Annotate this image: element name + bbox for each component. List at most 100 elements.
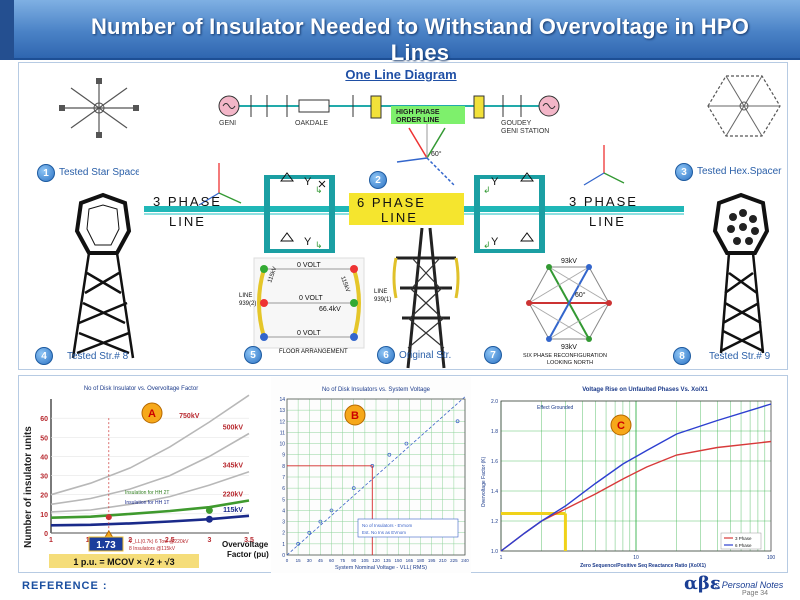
transformer-right-icon	[473, 95, 485, 119]
chart-a-point-220	[205, 506, 213, 514]
kv-left-label: 115kV	[267, 266, 278, 284]
chart-a-xtick: 3	[207, 537, 211, 544]
hex-spacer-icon	[707, 75, 781, 137]
chart-c-series-line	[500, 403, 772, 552]
chart-a-ytick: 50	[40, 435, 48, 442]
page-title: Number of Insulator Needed to Withstand …	[90, 14, 750, 65]
line-right-label-1: LINE	[374, 289, 387, 295]
chart-a-xtick: 1	[49, 537, 53, 544]
chart-b-ytick: 1	[282, 542, 285, 548]
six-phase-label-2: LINE	[381, 210, 418, 225]
chart-b-xlabel: System Nominal Voltage - VLL( RMS)	[335, 565, 427, 571]
reconfig-top-label: 93kV	[561, 258, 577, 265]
personal-notes-label: 's Personal Notes	[713, 580, 784, 590]
reference-label: REFERENCE :	[22, 580, 108, 592]
chart-b-xtick: 165	[406, 558, 414, 563]
chart-c-ytick: 1.6	[491, 459, 498, 465]
chart-c-legend-2: 6 Phase	[735, 543, 752, 548]
svg-text:↲: ↲	[483, 240, 491, 250]
chart-a-ytick: 30	[40, 474, 48, 481]
six-phase-box	[349, 193, 464, 225]
chart-b-xtick: 15	[296, 558, 302, 563]
volt-mid-label: 0 VOLT	[299, 295, 323, 302]
chart-a-ytick: 0	[44, 531, 48, 538]
chart-b-ytick: 9	[282, 453, 285, 459]
chart-b-ytick: 13	[279, 408, 285, 414]
chart-a-title: No of Disk Insulator vs. Overvoltage Fac…	[84, 386, 198, 392]
chart-b-point	[307, 530, 312, 535]
chart-c-xtick: 100	[767, 555, 776, 561]
svg-text:↳: ↳	[315, 185, 323, 195]
six-phase-reconfiguration-diagram: 93kV 93kV 60° SIX PHASE RECONFIGURATION …	[523, 258, 612, 366]
tower-str-9-icon	[712, 192, 770, 354]
three-phase-right-label-1: 3 PHASE	[569, 194, 638, 209]
one-line-diagram: GENI OAKDALE HIGH PHASE ORDER LINE GOUDE…	[59, 75, 781, 369]
logo: αβε	[684, 573, 721, 594]
chart-a-xtick: 2.5	[165, 537, 175, 544]
one-line-diagram-panel: One Line Diagram GENI OAKDALE	[18, 62, 788, 370]
geni-label: GENI	[219, 120, 236, 127]
chart-a-marker-box	[88, 536, 124, 552]
chart-b-xtick: 60	[329, 558, 335, 563]
chart-a-xlabel-2: Factor (pu)	[227, 550, 269, 559]
reconfig-angle-label: 60°	[575, 291, 586, 299]
item-caption-6: Original Str.	[399, 350, 452, 361]
chart-a-annotation-2: Insulation for HH 1T	[125, 500, 169, 506]
chart-b-ytick: 6	[282, 486, 285, 492]
title-bar-accent	[0, 0, 14, 60]
axis-triad-left-icon	[198, 163, 242, 206]
chart-b-ytick: 8	[282, 464, 285, 470]
chart-b-xtick: 90	[351, 558, 357, 563]
chart-b-xtick: 75	[340, 558, 346, 563]
chart-b-ytick: 12	[279, 419, 285, 425]
line-left-label-1: LINE	[239, 293, 252, 299]
chart-a: No of Disk Insulator vs. Overvoltage Fac…	[23, 386, 269, 568]
chart-b-xtick: 150	[394, 558, 402, 563]
chart-b-xtick: 120	[372, 558, 380, 563]
chart-c-frame	[500, 400, 772, 552]
chart-a-xlabel-1: Overvoltage	[222, 540, 269, 549]
chart-c-xtick: 1	[500, 555, 503, 561]
chart-b-frame	[286, 398, 466, 556]
chart-a-series-label: 220kV	[223, 491, 244, 498]
chart-c: Voltage Rise on Unfaulted Phases Vs. Xo/…	[481, 387, 776, 569]
hpo-label-1: HIGH PHASE	[396, 109, 440, 116]
chart-b-ytick: 0	[282, 553, 285, 559]
six-phase-label-1: 6 PHASE	[357, 195, 426, 210]
chart-b: No of Disk Insulators vs. System Voltage…	[271, 377, 471, 573]
svg-text:↲: ↲	[483, 185, 491, 195]
item-badge-2: 2	[369, 171, 387, 189]
chart-a-series-label: 115kV	[223, 507, 243, 514]
chart-b-point	[329, 508, 334, 513]
chart-a-ylabel: Number of insulator units	[23, 426, 34, 548]
chart-c-ytick: 1.2	[491, 519, 498, 525]
line-left-label-2: 939(2)	[239, 301, 256, 307]
chart-c-badge-bg	[610, 414, 632, 436]
svg-text:Y: Y	[491, 236, 499, 248]
chart-b-badge-bg	[344, 404, 366, 426]
star-spacer-icon	[59, 78, 139, 138]
page-number: Page 34	[742, 590, 769, 597]
hpo-line-box	[391, 106, 465, 124]
chart-b-xtick: 105	[361, 558, 369, 563]
item-caption-8: Tested Str.# 9	[709, 351, 771, 362]
oakdale-label: OAKDALE	[295, 120, 328, 127]
three-phase-right-label-2: LINE	[589, 214, 626, 229]
item-badge-8: 8	[673, 347, 691, 365]
chart-a-series-line	[50, 514, 250, 527]
chart-c-ytick: 1.4	[491, 489, 498, 495]
chart-a-legend-2: 8 Insulators @115kV	[129, 546, 176, 552]
chart-a-badge: A	[148, 408, 156, 420]
title-bar: Number of Insulator Needed to Withstand …	[0, 0, 800, 65]
chart-b-point	[387, 452, 392, 457]
item-caption-3: Tested Hex.Spacer	[697, 166, 782, 177]
chart-b-xtick: 195	[428, 558, 436, 563]
chart-a-xtick: 2	[128, 537, 132, 544]
goudey-label-1: GOUDEY	[501, 120, 532, 127]
chart-a-formula-box	[49, 554, 199, 568]
chart-b-point	[296, 542, 300, 546]
hpo-label-2: ORDER LINE	[396, 117, 440, 124]
chart-b-xtick: 210	[439, 558, 447, 563]
item-badge-5: 5	[244, 346, 262, 364]
